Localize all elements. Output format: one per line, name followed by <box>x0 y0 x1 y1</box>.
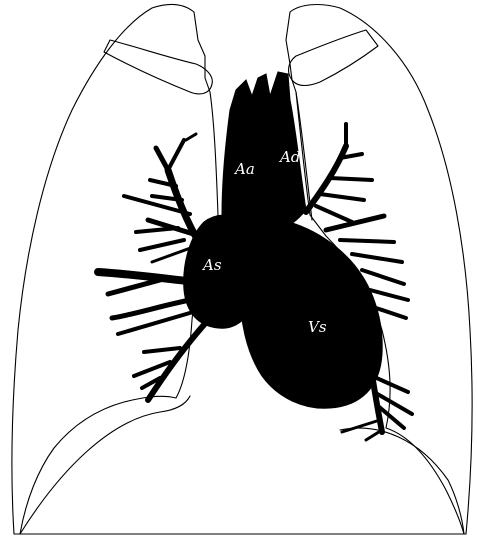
label-ad: Ad <box>278 148 300 166</box>
diaphragm-right <box>340 428 464 534</box>
vessel-right-upper-3 <box>330 178 372 180</box>
vessel-left-lower-1 <box>108 280 160 294</box>
vessel-right-mid-4 <box>370 290 408 300</box>
vessel-left-mid-1 <box>136 228 178 232</box>
diaphragm-left <box>20 396 190 534</box>
vessel-left-lower-trunk <box>98 272 196 282</box>
vessel-left-upper-6 <box>186 134 196 140</box>
vessel-left-lower-5 <box>144 348 180 352</box>
vessel-left-lower-4 <box>148 318 210 400</box>
vessel-right-mid-trunk <box>326 216 384 230</box>
vessel-right-mid-1 <box>340 240 394 242</box>
left-clavicle <box>104 40 212 94</box>
vessel-left-upper-1 <box>156 148 168 170</box>
vessel-left-mid-2 <box>140 240 184 250</box>
vessel-right-lower-5 <box>366 430 382 440</box>
vessel-right-mid-5 <box>376 308 406 318</box>
vessel-right-mid-2 <box>352 254 402 262</box>
vessel-left-upper-2 <box>168 140 184 170</box>
label-as: As <box>201 256 222 274</box>
vessel-right-upper-4 <box>320 194 364 200</box>
right-clavicle <box>289 30 378 86</box>
vessel-right-upper-5 <box>316 206 352 222</box>
left-ventricle <box>240 217 382 408</box>
label-aa: Aa <box>233 160 255 178</box>
vessel-right-lower-4 <box>342 420 380 432</box>
label-vs: Vs <box>308 318 327 336</box>
vessel-right-mid-3 <box>362 270 404 284</box>
